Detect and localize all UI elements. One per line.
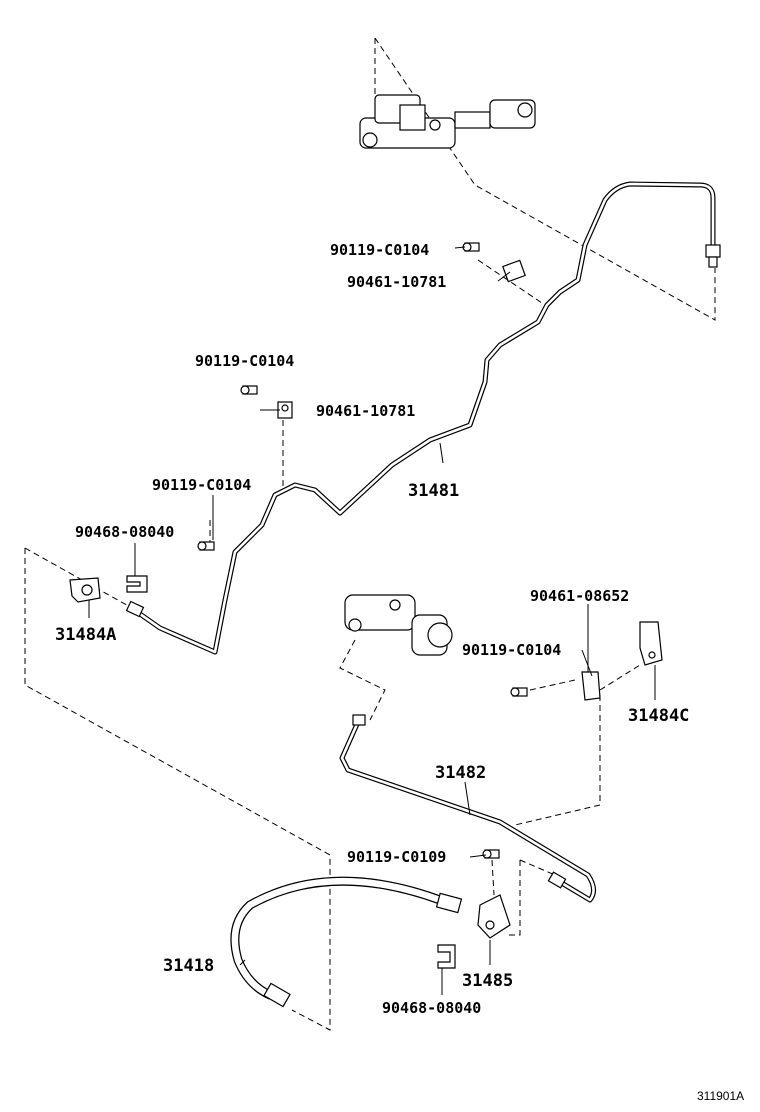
bolt-icon [197,541,215,551]
part-label-90119-c0104: 90119-C0104 [330,241,429,259]
part-label-90468-08040: 90468-08040 [75,523,174,541]
clamp-icon [502,259,526,283]
bolt-icon [240,385,258,395]
part-label-31418: 31418 [163,956,214,976]
bolt-icon [462,242,480,252]
clutch-release-cylinder [344,594,453,656]
part-label-90119-c0104: 90119-C0104 [462,641,561,659]
part-label-31484c: 31484C [628,706,689,726]
dashed-reference-lines [24,37,716,1031]
bolt-icon [510,687,528,697]
bolt-icon [482,849,500,859]
part-label-31482: 31482 [435,763,486,783]
part-label-90461-10781: 90461-10781 [316,402,415,420]
clutch-tube-31481 [125,181,721,655]
flexible-hose-31418 [230,876,463,1008]
clip-icon [437,944,456,969]
clutch-master-cylinder [359,94,536,149]
bracket-31485-icon [477,894,511,939]
part-label-31481: 31481 [408,481,459,501]
clutch-tube-31482 [339,714,596,903]
part-label-90119-c0109: 90119-C0109 [347,848,446,866]
bracket-31484c-icon [639,621,663,666]
clip-icon [126,575,148,593]
part-label-31485: 31485 [462,971,513,991]
part-label-90119-c0104: 90119-C0104 [152,476,251,494]
part-label-90461-10781: 90461-10781 [347,273,446,291]
part-label-31484a: 31484A [55,625,116,645]
part-label-90461-08652: 90461-08652 [530,587,629,605]
clamp-icon [581,671,601,701]
part-label-90468-08040: 90468-08040 [382,999,481,1017]
leader-lines [88,246,656,995]
diagram-id: 311901A [697,1089,744,1103]
bracket-31484a-icon [69,577,101,603]
clamp-icon [277,401,293,419]
part-label-90119-c0104: 90119-C0104 [195,352,294,370]
